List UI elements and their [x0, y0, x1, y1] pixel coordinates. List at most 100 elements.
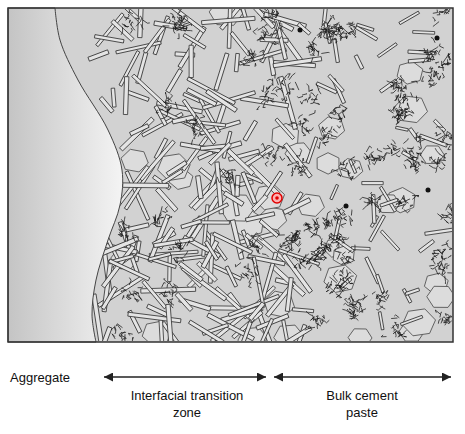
aggregate-particle	[8, 8, 123, 342]
needle-crystal	[399, 11, 420, 24]
needle-crystal	[297, 23, 311, 35]
needle-crystal	[241, 172, 257, 204]
csh-cluster	[422, 148, 447, 173]
needle-crystal	[400, 315, 422, 325]
microstructure	[87, 9, 452, 341]
needle-crystal	[189, 45, 193, 77]
csh-cluster	[306, 246, 326, 270]
csh-cluster	[258, 143, 285, 166]
csh-cluster	[317, 15, 337, 40]
needle-crystal	[148, 252, 171, 261]
needle-crystal	[248, 302, 265, 321]
csh-cluster	[156, 92, 178, 119]
csh-cluster	[419, 37, 439, 63]
cement-paste	[8, 8, 453, 342]
needle-crystal	[126, 90, 149, 101]
csh-cluster	[240, 49, 264, 67]
needle-crystal	[284, 326, 312, 341]
needle-crystal	[349, 159, 357, 173]
csh-cluster	[342, 294, 366, 321]
needle-crystal	[283, 198, 311, 215]
csh-cluster	[431, 240, 452, 264]
csh-cluster	[317, 126, 337, 148]
needle-crystal	[329, 233, 354, 252]
csh-cluster	[403, 132, 425, 163]
needle-crystal	[371, 195, 376, 224]
csh-cluster	[390, 101, 414, 121]
needle-crystal	[175, 292, 193, 311]
csh-cluster	[112, 324, 134, 341]
needle-crystal	[132, 74, 171, 110]
needle-crystal	[99, 96, 114, 113]
needle-crystal	[123, 77, 129, 115]
needle-crystal	[362, 182, 383, 185]
needle-crystal	[202, 16, 256, 24]
needle-crystal	[395, 126, 408, 131]
needle-crystal	[206, 89, 238, 112]
needle-crystal	[168, 254, 172, 282]
needle-crystal	[259, 219, 279, 237]
needle-crystal	[201, 240, 219, 268]
needle-crystal	[139, 140, 175, 181]
csh-cluster	[292, 252, 318, 270]
csh-cluster	[267, 73, 295, 101]
csh-cluster	[435, 127, 452, 150]
csh-cluster	[240, 233, 269, 258]
needle-crystal	[234, 53, 239, 71]
needle-crystal	[94, 35, 124, 43]
csh-cluster	[333, 207, 353, 227]
needle-crystal	[101, 286, 117, 309]
hexagonal-crystal	[397, 62, 423, 85]
needle-crystal	[413, 31, 435, 35]
needle-crystal	[128, 312, 181, 323]
csh-cluster	[121, 278, 143, 302]
marker-dot	[272, 193, 282, 203]
needle-crystal	[252, 257, 265, 308]
csh-cluster	[288, 110, 315, 136]
needle-crystal	[378, 312, 384, 330]
marker-dot-center	[275, 196, 279, 200]
needle-crystal	[355, 26, 377, 41]
csh-cluster	[303, 219, 321, 239]
needle-crystal	[182, 99, 216, 144]
needle-crystal	[257, 318, 274, 341]
csh-cluster	[377, 140, 407, 162]
needle-crystal	[223, 191, 244, 206]
csh-cluster	[305, 311, 330, 330]
csh-cluster	[118, 217, 138, 242]
csh-cluster	[278, 230, 302, 246]
needle-crystal	[213, 232, 253, 254]
needle-crystal	[226, 149, 254, 176]
csh-cluster	[348, 296, 368, 320]
csh-cluster	[317, 238, 333, 258]
needle-crystal	[129, 124, 149, 136]
csh-cluster	[295, 82, 321, 105]
pore-spot	[298, 28, 303, 33]
needle-crystal	[181, 219, 202, 228]
csh-cluster	[372, 290, 389, 310]
needle-crystal	[369, 215, 386, 242]
pore-spot	[435, 36, 440, 41]
csh-cluster	[429, 258, 452, 284]
needle-crystal	[101, 327, 112, 341]
csh-cluster	[329, 233, 349, 248]
csh-cluster	[150, 206, 172, 226]
needle-crystal	[306, 137, 318, 164]
needle-crystal	[230, 220, 244, 260]
needle-crystal	[285, 277, 293, 311]
needle-crystal	[162, 169, 183, 184]
needle-crystal	[183, 33, 206, 49]
needle-crystal	[244, 146, 274, 167]
needle-crystal	[214, 53, 229, 91]
needle-crystal	[328, 74, 344, 92]
needle-crystal	[88, 50, 109, 61]
needle-crystal	[204, 241, 218, 261]
csh-cluster	[422, 67, 445, 88]
csh-cluster	[306, 37, 329, 63]
csh-cluster	[387, 78, 408, 103]
needle-crystal	[123, 183, 169, 188]
csh-cluster	[338, 23, 356, 40]
needle-crystal	[166, 304, 174, 341]
csh-cluster	[335, 245, 355, 278]
needle-crystal	[197, 221, 229, 224]
